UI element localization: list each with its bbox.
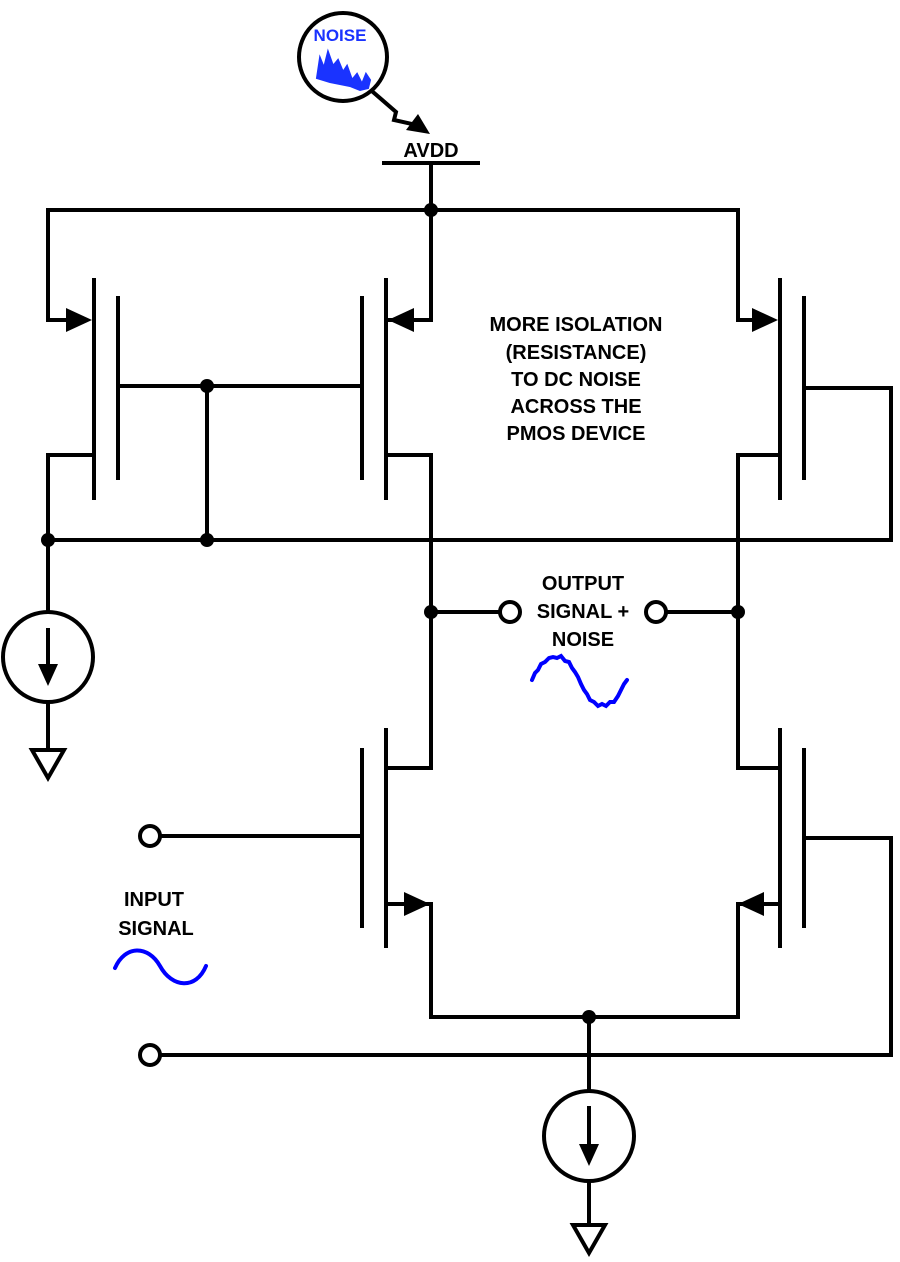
svg-text:(RESISTANCE): (RESISTANCE) [506, 342, 647, 364]
noise-coupling-arrow [370, 89, 430, 134]
pmos-center [360, 208, 433, 500]
svg-text:PMOS DEVICE: PMOS DEVICE [507, 423, 646, 445]
noisy-output-waveform [530, 653, 629, 709]
noise-waveform [315, 48, 372, 92]
svg-text:INPUT: INPUT [124, 889, 184, 911]
noise-source-bubble: NOISE [297, 11, 389, 103]
nmos-left-input [158, 728, 433, 1019]
svg-text:MORE ISOLATION: MORE ISOLATION [490, 314, 663, 336]
nmos-right [736, 728, 893, 1057]
output-label: OUTPUT SIGNAL + NOISE [537, 573, 629, 651]
input-terminal-plus [138, 824, 162, 848]
svg-text:SIGNAL +: SIGNAL + [537, 601, 629, 623]
svg-text:OUTPUT: OUTPUT [542, 573, 624, 595]
supply-rail [46, 208, 740, 322]
input-label: INPUT SIGNAL [118, 889, 194, 940]
pmos-left-mirror [46, 278, 120, 500]
isolation-note: MORE ISOLATION (RESISTANCE) TO DC NOISE … [490, 314, 663, 445]
avdd-label: AVDD [403, 140, 458, 162]
svg-text:ACROSS THE: ACROSS THE [510, 396, 641, 418]
left-current-source [1, 610, 95, 783]
pmos-right [736, 278, 893, 542]
input-sine-waveform [113, 948, 208, 986]
input-terminal-minus [138, 1043, 162, 1067]
svg-text:TO DC NOISE: TO DC NOISE [511, 369, 641, 391]
svg-text:SIGNAL: SIGNAL [118, 918, 194, 940]
noise-label: NOISE [314, 26, 367, 45]
svg-text:NOISE: NOISE [552, 629, 614, 651]
tail-current-source [542, 1089, 636, 1258]
output-terminals [424, 600, 745, 624]
